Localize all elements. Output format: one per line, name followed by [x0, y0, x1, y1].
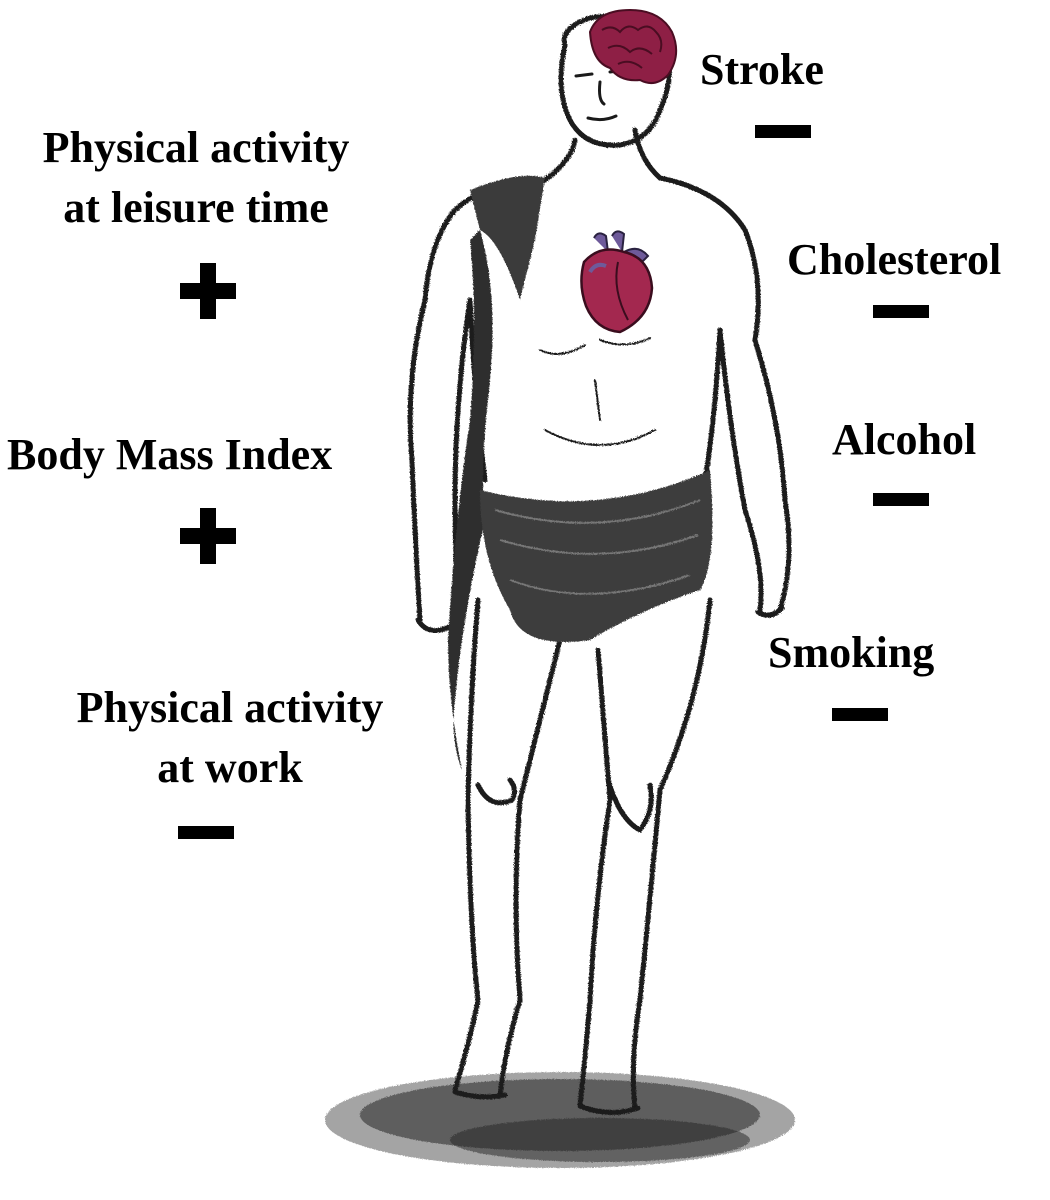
label-bmi: Body Mass Index: [7, 425, 332, 485]
label-stroke: Stroke: [700, 40, 824, 100]
shoulder-drape: [448, 176, 545, 770]
loincloth: [480, 470, 712, 642]
label-alcohol: Alcohol: [832, 410, 976, 470]
ground-shadow: [325, 1072, 795, 1168]
minus-icon-smoking: [832, 708, 888, 721]
label-leisure-activity: Physical activity at leisure time: [18, 118, 374, 238]
label-leisure-line1: Physical activity: [18, 118, 374, 178]
label-cholesterol: Cholesterol: [787, 230, 1001, 290]
heart-icon: [581, 231, 652, 332]
label-leisure-line2: at leisure time: [18, 178, 374, 238]
label-work-line1: Physical activity: [52, 678, 408, 738]
plus-icon-bmi: [180, 508, 236, 564]
minus-icon-stroke: [755, 125, 811, 138]
plus-icon-leisure: [180, 263, 236, 319]
minus-icon-work: [178, 826, 234, 839]
label-smoking: Smoking: [768, 623, 934, 683]
label-work-line2: at work: [52, 738, 408, 798]
minus-icon-alcohol: [873, 493, 929, 506]
minus-icon-cholesterol: [873, 305, 929, 318]
label-work-activity: Physical activity at work: [52, 678, 408, 798]
